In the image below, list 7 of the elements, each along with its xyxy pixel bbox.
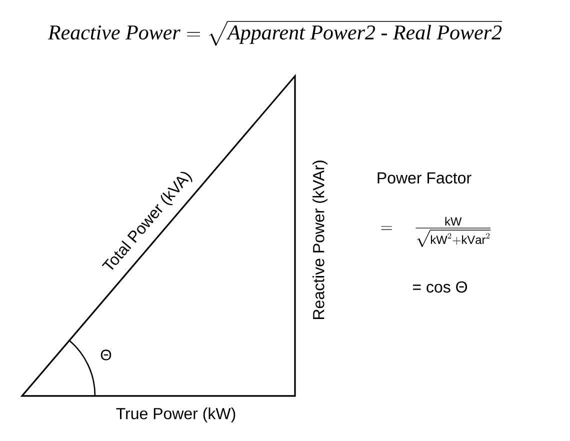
side-label: Reactive Power (kVAr) [312,160,328,319]
formula: $\textit{Reactive Power} =\sqrt{\textit{Apparent Power2 - Real Power2}}$ [48,20,502,46]
angle-label: Θ [100,350,112,360]
label: Power Factor [378,172,472,184]
side-label: True Power (kW) [116,408,236,422]
label: = cos Θ [413,281,468,293]
formula: $=\quad\frac{\mathrm{kW}}{\sqrt{\mathrm{kW}^{2}+\mathrm{kVar}^{2}}}$ [381,216,490,248]
